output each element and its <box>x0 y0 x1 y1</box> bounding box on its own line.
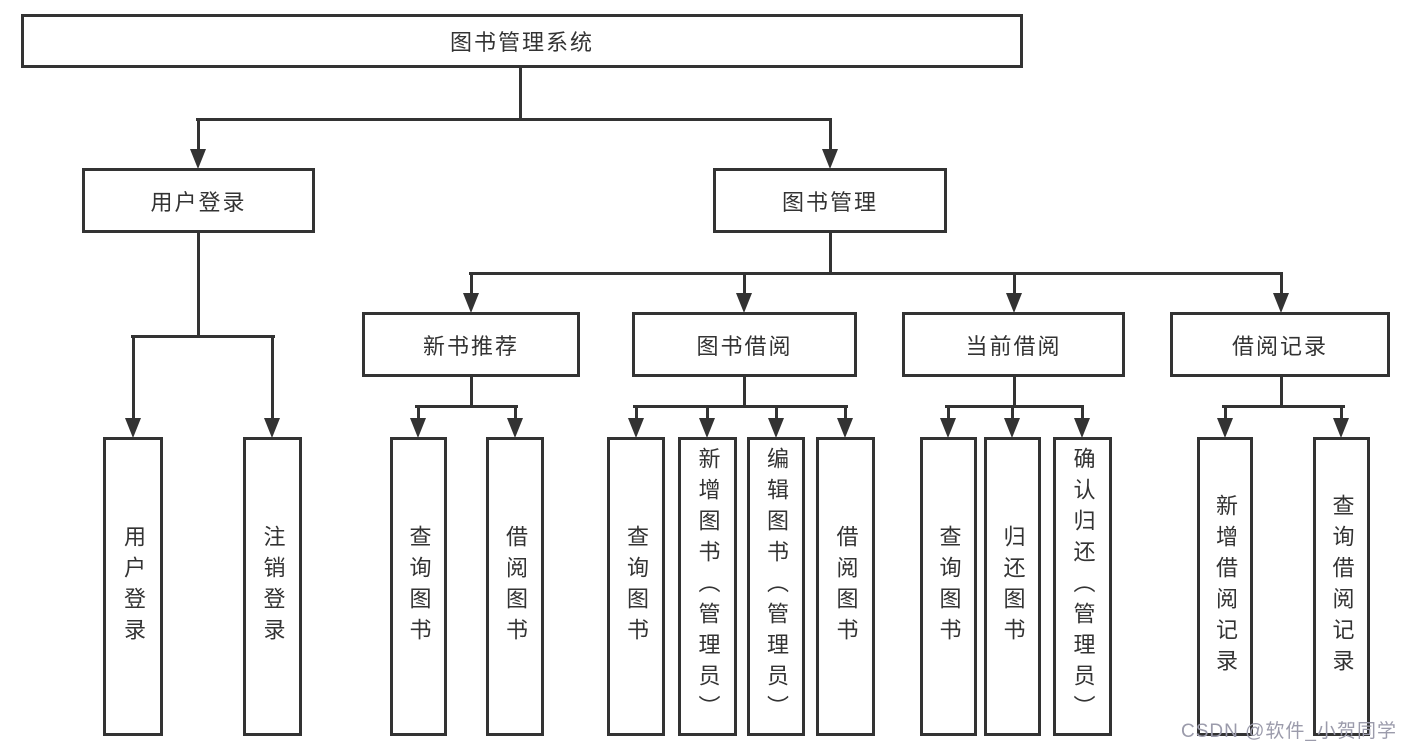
leaf-current-query-books: 查询图书 <box>920 437 977 736</box>
leaf-records-query-record: 查询借阅记录 <box>1313 437 1370 736</box>
node-new-book-recommend-label: 新书推荐 <box>422 333 519 359</box>
node-new-book-recommend: 新书推荐 <box>362 312 580 377</box>
connector-borrow-arm <box>743 272 746 295</box>
connector-rec-query-arm <box>417 405 420 420</box>
arrowhead-recd-add-icon <box>1217 418 1233 438</box>
connector-recommend-arm <box>470 272 473 295</box>
leaf-recommend-query-books-label: 查询图书 <box>406 524 432 649</box>
leaf-recommend-borrow-books-label: 借阅图书 <box>503 524 528 649</box>
connector-bor-edit-arm <box>775 405 778 420</box>
connector-level3-bar <box>469 272 1283 275</box>
connector-bor-query-arm <box>635 405 638 420</box>
leaf-borrow-borrow-books: 借阅图书 <box>816 437 875 736</box>
arrowhead-recd-query-icon <box>1333 418 1349 438</box>
connector-borrow-leafbar <box>633 405 848 408</box>
arrowhead-login-user-icon <box>125 418 141 438</box>
connector-login-user-arm <box>132 335 135 420</box>
connector-level2-bar <box>196 118 832 121</box>
connector-recd-add-arm <box>1224 405 1227 420</box>
leaf-records-add-record: 新增借阅记录 <box>1197 437 1253 736</box>
connector-login-leafbar <box>131 335 275 338</box>
node-user-login: 用户登录 <box>82 168 315 233</box>
connector-login-stem <box>197 233 200 337</box>
leaf-logout: 注销登录 <box>243 437 302 736</box>
leaf-borrow-borrow-books-label: 借阅图书 <box>833 524 859 649</box>
arrowhead-mgmt-icon <box>822 149 838 169</box>
arrowhead-login-logout-icon <box>264 418 280 438</box>
connector-recd-query-arm <box>1340 405 1343 420</box>
leaf-recommend-borrow-books: 借阅图书 <box>486 437 544 736</box>
connector-mgmt-stem <box>829 233 832 274</box>
arrowhead-records-icon <box>1273 293 1289 313</box>
leaf-borrow-edit-books-admin-label: 编辑图书（管理员） <box>764 447 789 726</box>
leaf-borrow-query-books-label: 查询图书 <box>624 524 649 649</box>
node-user-login-label: 用户登录 <box>150 189 247 215</box>
connector-records-stem <box>1280 377 1283 407</box>
connector-mgmt-arm <box>829 118 832 151</box>
connector-cur-return-arm <box>1011 405 1014 420</box>
arrowhead-login-icon <box>190 149 206 169</box>
leaf-borrow-add-books-admin: 新增图书（管理员） <box>678 437 737 736</box>
arrowhead-cur-query-icon <box>940 418 956 438</box>
leaf-user-login-label: 用户登录 <box>121 524 146 649</box>
connector-current-stem <box>1013 377 1016 407</box>
node-current-borrow: 当前借阅 <box>902 312 1125 377</box>
node-borrow-records: 借阅记录 <box>1170 312 1390 377</box>
leaf-current-confirm-return-admin: 确认归还（管理员） <box>1053 437 1112 736</box>
connector-records-arm <box>1280 272 1283 295</box>
leaf-current-return-books-label: 归还图书 <box>1000 524 1026 649</box>
connector-current-arm <box>1013 272 1016 295</box>
leaf-logout-label: 注销登录 <box>260 524 286 649</box>
node-root: 图书管理系统 <box>21 14 1023 68</box>
leaf-records-add-record-label: 新增借阅记录 <box>1213 493 1238 680</box>
arrowhead-rec-query-icon <box>410 418 426 438</box>
arrowhead-cur-confirm-icon <box>1074 418 1090 438</box>
node-book-borrow-label: 图书借阅 <box>696 333 793 359</box>
arrowhead-borrow-icon <box>736 293 752 313</box>
leaf-borrow-query-books: 查询图书 <box>607 437 665 736</box>
connector-login-arm <box>197 118 200 151</box>
node-root-label: 图书管理系统 <box>449 30 594 55</box>
connector-cur-query-arm <box>947 405 950 420</box>
arrowhead-current-icon <box>1006 293 1022 313</box>
arrowhead-cur-return-icon <box>1004 418 1020 438</box>
node-book-mgmt: 图书管理 <box>713 168 947 233</box>
connector-login-logout-arm <box>271 335 274 420</box>
connector-cur-confirm-arm <box>1081 405 1084 420</box>
leaf-records-query-record-label: 查询借阅记录 <box>1329 493 1355 680</box>
connector-current-leafbar <box>945 405 1084 408</box>
arrowhead-bor-edit-icon <box>768 418 784 438</box>
node-borrow-records-label: 借阅记录 <box>1231 333 1328 359</box>
connector-recommend-stem <box>470 377 473 407</box>
leaf-current-return-books: 归还图书 <box>984 437 1041 736</box>
leaf-recommend-query-books: 查询图书 <box>390 437 447 736</box>
arrowhead-bor-add-icon <box>699 418 715 438</box>
connector-rec-borrow-arm <box>514 405 517 420</box>
leaf-current-query-books-label: 查询图书 <box>936 524 962 649</box>
connector-recommend-leafbar <box>415 405 518 408</box>
node-book-borrow: 图书借阅 <box>632 312 857 377</box>
arrowhead-bor-borrow-icon <box>837 418 853 438</box>
arrowhead-recommend-icon <box>463 293 479 313</box>
connector-borrow-stem <box>743 377 746 407</box>
connector-bor-add-arm <box>706 405 709 420</box>
connector-records-leafbar <box>1222 405 1345 408</box>
node-current-borrow-label: 当前借阅 <box>965 333 1062 359</box>
watermark-text: CSDN @软件_小贺同学 <box>1181 721 1397 742</box>
connector-bor-borrow-arm <box>844 405 847 420</box>
leaf-borrow-add-books-admin-label: 新增图书（管理员） <box>695 447 721 726</box>
leaf-user-login: 用户登录 <box>103 437 163 736</box>
leaf-current-confirm-return-admin-label: 确认归还（管理员） <box>1070 447 1096 726</box>
connector-root-stem <box>519 68 522 118</box>
node-book-mgmt-label: 图书管理 <box>781 189 878 215</box>
leaf-borrow-edit-books-admin: 编辑图书（管理员） <box>747 437 805 736</box>
arrowhead-rec-borrow-icon <box>507 418 523 438</box>
arrowhead-bor-query-icon <box>628 418 644 438</box>
